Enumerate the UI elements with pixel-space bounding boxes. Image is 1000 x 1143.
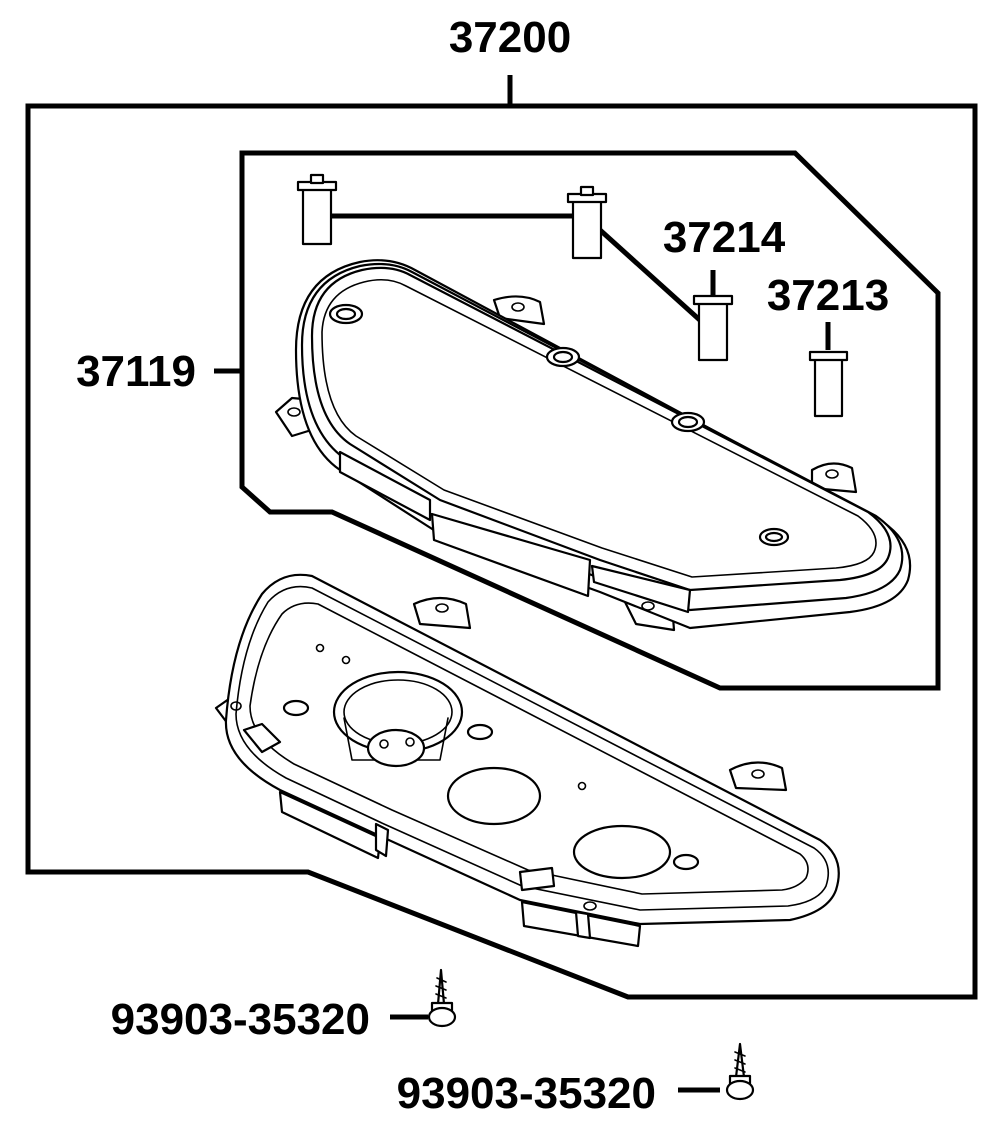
label-lamp-37214: 37214 — [663, 213, 786, 262]
assembly-frame — [25, 75, 978, 1000]
meter-cover — [274, 259, 912, 632]
socket-37214 — [692, 270, 734, 362]
label-screw-2: 93903-35320 — [397, 1069, 656, 1118]
meter-case — [214, 573, 840, 948]
label-lamp-37213: 37213 — [767, 271, 889, 320]
lamp-sockets — [296, 173, 849, 418]
label-assembly: 37200 — [449, 13, 571, 62]
cover-subframe — [214, 150, 941, 691]
screw-2 — [678, 1042, 755, 1101]
socket-middle — [566, 185, 608, 260]
label-screw-1: 93903-35320 — [111, 995, 370, 1044]
socket-left — [296, 173, 338, 246]
socket-37213 — [808, 322, 849, 418]
screw-1 — [390, 968, 457, 1028]
label-cover: 37119 — [76, 347, 196, 396]
